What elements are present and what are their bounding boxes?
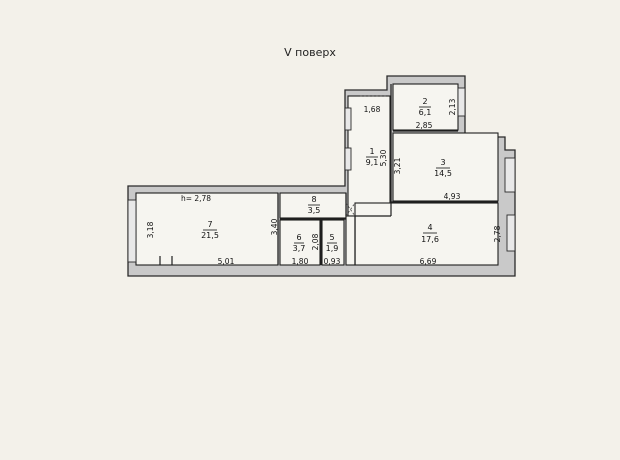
room-3-number: 3 xyxy=(440,158,445,167)
dim-hall-width: 1,68 xyxy=(364,105,381,114)
room-5-number: 5 xyxy=(329,233,334,242)
dim-room3-depth: 3,21 xyxy=(393,157,402,174)
dim-room3-width: 4,93 xyxy=(444,192,461,201)
window-hall-2 xyxy=(344,147,352,171)
dim-room2-depth: 2,13 xyxy=(448,98,457,115)
room-8 xyxy=(279,192,347,219)
dim-room2-width: 2,85 xyxy=(416,121,433,130)
window-left xyxy=(127,199,137,263)
room-4 xyxy=(354,202,499,266)
room-4-area: 17,6 xyxy=(421,235,439,244)
window-hall-1 xyxy=(344,107,352,131)
window-room2 xyxy=(457,87,466,117)
room-1-area: 9,1 xyxy=(366,158,379,167)
room-4-number: 4 xyxy=(427,223,432,232)
dim-room6-depth: 2,08 xyxy=(311,233,320,250)
dim-corridor-depth: 3,40 xyxy=(270,218,279,235)
room-1 xyxy=(347,95,391,217)
dim-room7-width: 5,01 xyxy=(218,257,235,266)
room-7-area: 21,5 xyxy=(201,231,219,240)
dim-room4-depth: 2,78 xyxy=(493,225,502,242)
opening-line xyxy=(345,202,356,217)
room-2-area: 6,1 xyxy=(419,108,432,117)
room-7-number: 7 xyxy=(207,220,212,229)
room-3-area: 14,5 xyxy=(434,169,452,178)
room-7 xyxy=(135,192,279,266)
dim-hall-length: 5,30 xyxy=(379,149,388,166)
room-3 xyxy=(392,132,499,202)
dim-room7-depth: 3,18 xyxy=(146,221,155,238)
ceiling-height: h= 2,78 xyxy=(181,194,211,203)
room-6-number: 6 xyxy=(296,233,301,242)
room-5 xyxy=(321,219,345,266)
window-room3 xyxy=(504,157,516,193)
opening-line xyxy=(345,202,356,217)
room-6-area: 3,7 xyxy=(293,244,306,253)
room-8-area: 3,5 xyxy=(308,206,321,215)
room-1-number: 1 xyxy=(369,147,374,156)
dim-room4-width: 6,69 xyxy=(420,257,437,266)
junction-floor xyxy=(345,215,356,266)
room-6 xyxy=(279,219,321,266)
dim-room5-width: 0,93 xyxy=(324,257,341,266)
window-room4 xyxy=(506,214,516,252)
room-2-number: 2 xyxy=(422,97,427,106)
dim-room6-width: 1,80 xyxy=(292,257,309,266)
floor-title: V поверх xyxy=(284,46,336,59)
room-5-area: 1,9 xyxy=(326,244,339,253)
room-8-number: 8 xyxy=(311,195,316,204)
